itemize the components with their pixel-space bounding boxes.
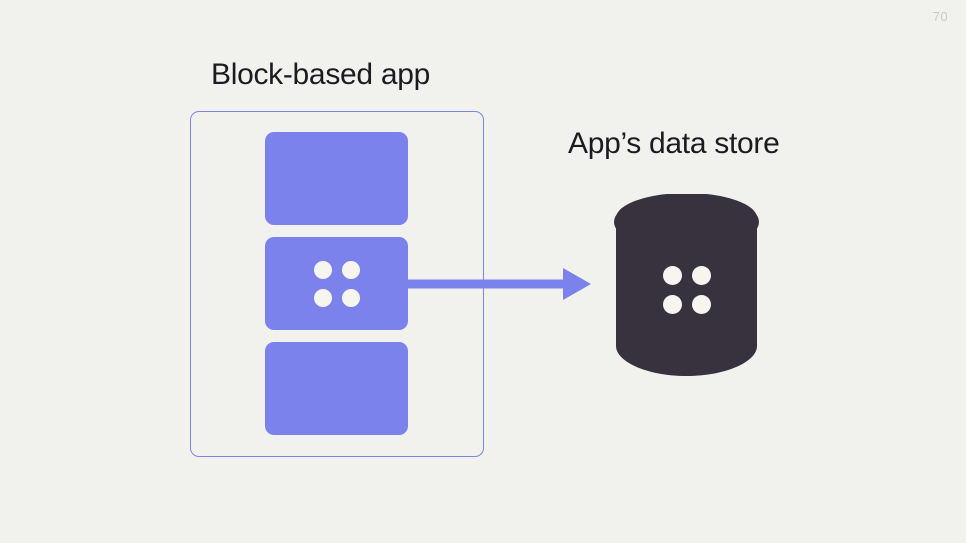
app-block-2[interactable]: [265, 237, 408, 330]
database-cylinder-icon[interactable]: [614, 194, 759, 378]
app-block-1[interactable]: [265, 132, 408, 225]
dot-3: [313, 288, 332, 307]
dot-1: [313, 260, 332, 279]
app-block-3[interactable]: [265, 342, 408, 435]
store-dot-1: [662, 266, 682, 285]
four-dots-icon: [313, 260, 360, 307]
four-dots-icon-store: [662, 266, 711, 314]
store-dot-4: [691, 295, 711, 314]
arrow-right-icon: [408, 268, 591, 300]
store-dot-2: [691, 266, 711, 285]
block-based-app-title: Block-based app: [211, 58, 430, 91]
store-dot-3: [662, 295, 682, 314]
dot-4: [341, 288, 360, 307]
page-number: 70: [932, 9, 948, 24]
dot-2: [341, 260, 360, 279]
app-data-store-title: App’s data store: [568, 127, 780, 160]
